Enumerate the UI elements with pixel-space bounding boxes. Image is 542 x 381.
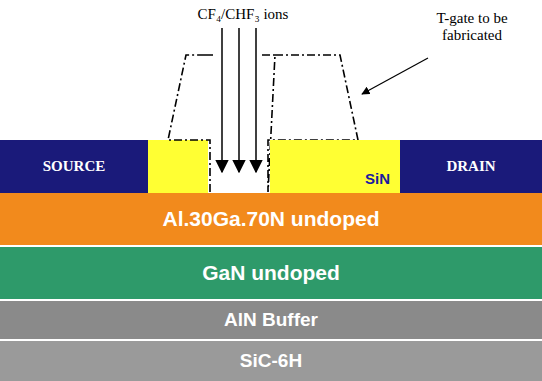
ion-arrows	[222, 28, 256, 172]
contact-box: DRAIN	[400, 140, 542, 193]
node-text: GaN undoped	[202, 261, 340, 285]
node-text: AlN Buffer	[224, 309, 318, 331]
layer-band: AlN Buffer	[0, 301, 542, 339]
sin-left	[148, 140, 208, 193]
node-text: SiN	[365, 170, 390, 187]
ion-label: CF₄/CHF₃ ions	[168, 6, 318, 25]
layer-band: SiC-6H	[0, 341, 542, 381]
callout-note: T-gate to be fabricated	[412, 10, 532, 45]
node-text: SOURCE	[43, 158, 106, 175]
t-gate-outline-top	[205, 54, 275, 56]
node-text: Al.30Ga.70N undoped	[162, 207, 379, 231]
node-text: DRAIN	[446, 158, 495, 175]
leader-line	[362, 58, 428, 94]
layer-band: GaN undoped	[0, 247, 542, 299]
node-text: SiC-6H	[240, 350, 302, 372]
sin-region: SiN	[270, 140, 400, 193]
layer-band: Al.30Ga.70N undoped	[0, 193, 542, 245]
contact-box: SOURCE	[0, 140, 148, 193]
